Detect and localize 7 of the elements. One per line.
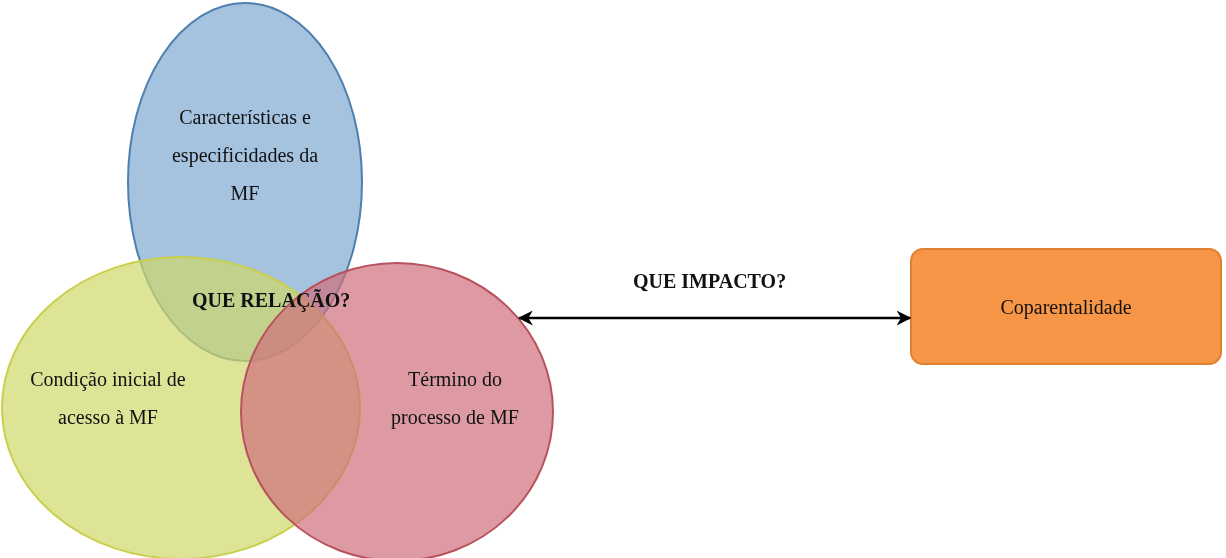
center-label: QUE RELAÇÃO?	[192, 289, 351, 312]
node-text: Coparentalidade	[999, 294, 1133, 321]
edge-label: QUE IMPACTO?	[633, 270, 787, 293]
node-text: Término do processo de MF	[390, 367, 520, 431]
node-text: Condição inicial de acesso à MF	[29, 367, 187, 430]
node-text: Características e especificidades da MF	[170, 105, 319, 206]
double-arrow	[517, 310, 912, 326]
